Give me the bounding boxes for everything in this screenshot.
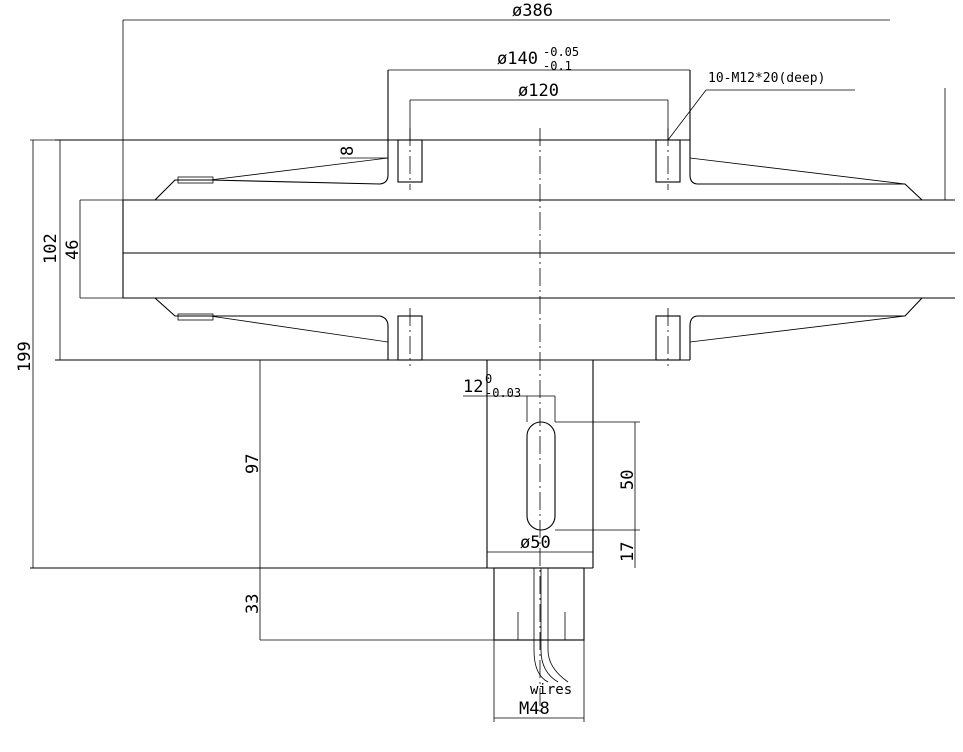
label-depth-8: 8 bbox=[338, 146, 358, 156]
dim-flange-diameter: ø140 -0.05 -0.1 bbox=[388, 45, 690, 73]
label-thread-note: 10-M12*20(deep) bbox=[708, 71, 825, 86]
shaft bbox=[30, 360, 594, 683]
label-height-199: 199 bbox=[15, 341, 35, 372]
wires-graphic bbox=[533, 568, 549, 683]
dim-heights-left: 102 46 bbox=[41, 140, 123, 360]
label-keyway-length: 50 bbox=[618, 470, 638, 490]
label-keyway-tol-upper: 0 bbox=[485, 372, 492, 386]
label-bolt-circle: ø120 bbox=[518, 81, 559, 101]
dim-keyway-length: 50 17 bbox=[555, 421, 640, 568]
label-shaft-diameter: ø50 bbox=[520, 533, 551, 553]
bolt-holes bbox=[397, 128, 681, 366]
dim-depth-8: 8 bbox=[338, 146, 388, 159]
label-height-102: 102 bbox=[41, 233, 61, 264]
dim-height-97: 97 bbox=[243, 360, 263, 568]
dim-keyway-width: 12 0 -0.03 bbox=[463, 372, 556, 422]
outer-rim bbox=[122, 20, 955, 299]
label-height-97: 97 bbox=[243, 454, 263, 474]
dim-bolt-circle: ø120 bbox=[409, 81, 669, 140]
label-height-46: 46 bbox=[63, 240, 83, 260]
dim-height-199: 199 bbox=[15, 139, 55, 568]
dim-thread-size: M48 bbox=[493, 640, 585, 722]
label-flange-tol-lower: -0.1 bbox=[543, 59, 572, 73]
dim-outer-diameter: ø386 bbox=[123, 1, 946, 200]
thread-note: 10-M12*20(deep) bbox=[667, 71, 855, 141]
label-wires: wires bbox=[530, 682, 572, 698]
label-thread-size: M48 bbox=[519, 699, 550, 719]
label-height-33: 33 bbox=[243, 594, 263, 614]
label-keyway-tol-lower: -0.03 bbox=[485, 386, 521, 400]
dim-shaft-diameter: ø50 bbox=[487, 533, 593, 553]
label-keyway-offset: 17 bbox=[618, 542, 638, 562]
label-keyway-width: 12 bbox=[463, 377, 483, 397]
label-flange-tol-upper: -0.05 bbox=[543, 45, 579, 59]
label-flange-diameter: ø140 bbox=[497, 49, 538, 69]
dim-height-33: 33 bbox=[243, 568, 263, 640]
hub-body bbox=[55, 70, 923, 361]
label-outer-diameter: ø386 bbox=[512, 1, 553, 21]
